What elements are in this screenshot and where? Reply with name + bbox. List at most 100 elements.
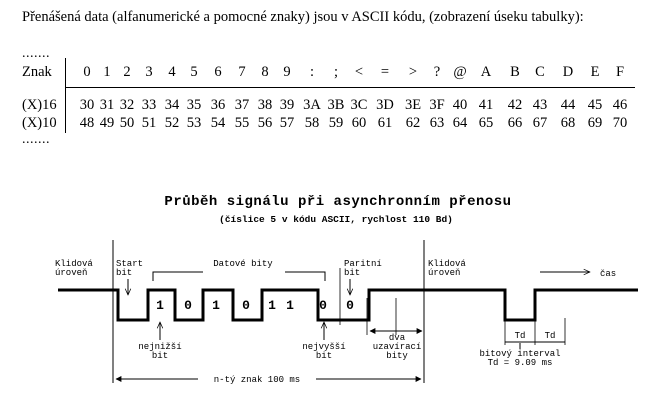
lowest-bit-label-1: nejnižší [138, 342, 181, 352]
highest-bit-label-2: bit [316, 351, 332, 361]
char-period-label: n-tý znak 100 ms [214, 375, 300, 385]
hex-cell: 31 [99, 97, 115, 113]
row-label-char: Znak [22, 64, 52, 80]
char-cell: ? [433, 64, 441, 80]
char-cell: 9 [283, 64, 291, 80]
dec-cell: 68 [560, 115, 576, 131]
diagram-title: Průběh signálu při asynchronním přenosu [164, 194, 511, 210]
stop-bits-label-1: dva [389, 333, 406, 343]
dec-cell: 66 [507, 115, 523, 131]
dec-cell: 49 [99, 115, 115, 131]
stop-bits-label-2: uzavírací [373, 342, 422, 352]
idle-left-label-2: úroveň [55, 268, 87, 278]
hex-cell: 36 [210, 97, 226, 113]
dec-cell: 58 [304, 115, 320, 131]
dec-cell: 61 [377, 115, 393, 131]
td-label-2: Td [545, 331, 556, 341]
time-label: čas [600, 269, 616, 279]
char-cell: 7 [238, 64, 246, 80]
start-bit-label-2: bit [116, 268, 132, 278]
signal-waveform [58, 288, 638, 322]
table-divider-vertical [65, 58, 66, 133]
highest-bit-label-1: nejvyšší [302, 342, 345, 352]
hex-cell: 39 [279, 97, 295, 113]
ellipsis-bottom: ....... [22, 132, 50, 147]
diagram-subtitle: (číslice 5 v kódu ASCII, rychlost 110 Bd… [219, 214, 453, 225]
hex-cell: 3E [404, 97, 422, 113]
dec-cell: 56 [257, 115, 273, 131]
data-bits-label: Datové bity [213, 259, 273, 269]
char-cell: = [380, 64, 390, 80]
hex-cell: 3A [303, 97, 321, 113]
table-divider-horizontal [65, 87, 635, 88]
idle-right-label-1: Klidová [428, 259, 466, 269]
row-label-hex: (X)16 [22, 97, 57, 113]
dec-cell: 50 [119, 115, 135, 131]
dec-cell: 55 [234, 115, 250, 131]
hex-cell: 43 [532, 97, 548, 113]
hex-cell: 46 [612, 97, 628, 113]
hex-cell: 32 [119, 97, 135, 113]
bit-value: 1 [286, 298, 294, 313]
parity-bit-label-2: bit [344, 268, 360, 278]
char-cell: D [562, 64, 574, 80]
hex-cell: 45 [587, 97, 603, 113]
dec-cell: 48 [79, 115, 95, 131]
char-cell: 2 [123, 64, 131, 80]
parity-bit-label-1: Paritní [344, 259, 382, 269]
hex-cell: 41 [478, 97, 494, 113]
char-cell: F [615, 64, 625, 80]
start-bit-label-1: Start [116, 259, 143, 269]
hex-cell: 3F [429, 97, 445, 113]
bit-interval-label-1: bitový interval [479, 349, 560, 359]
dec-cell: 53 [186, 115, 202, 131]
hex-cell: 34 [164, 97, 180, 113]
char-cell: 5 [190, 64, 198, 80]
dec-cell: 63 [429, 115, 445, 131]
char-cell: 3 [145, 64, 153, 80]
dec-cell: 64 [452, 115, 468, 131]
bit-value: 1 [268, 298, 276, 313]
idle-left-label-1: Klidová [55, 259, 93, 269]
char-cell: 4 [168, 64, 176, 80]
char-cell: C [535, 64, 545, 80]
intro-text: Přenášená data (alfanumerické a pomocné … [22, 9, 584, 25]
hex-cell: 38 [257, 97, 273, 113]
dec-cell: 69 [587, 115, 603, 131]
hex-cell: 3B [327, 97, 345, 113]
bit-value: 0 [319, 298, 327, 313]
dec-cell: 51 [141, 115, 157, 131]
hex-cell: 3D [376, 97, 394, 113]
dec-cell: 57 [279, 115, 295, 131]
bit-value: 1 [156, 298, 164, 313]
dec-cell: 62 [405, 115, 421, 131]
lowest-bit-label-2: bit [152, 351, 168, 361]
hex-cell: 3C [350, 97, 368, 113]
dec-cell: 59 [328, 115, 344, 131]
bit-value: 0 [242, 298, 250, 313]
idle-right-label-2: úroveň [428, 268, 460, 278]
char-cell: > [408, 64, 418, 80]
char-cell: < [354, 64, 364, 80]
char-cell: 6 [214, 64, 222, 80]
hex-cell: 33 [141, 97, 157, 113]
char-cell: @ [453, 64, 467, 80]
dec-cell: 65 [478, 115, 494, 131]
dec-cell: 70 [612, 115, 628, 131]
char-period-label-bg [198, 372, 316, 384]
row-label-dec: (X)10 [22, 115, 57, 131]
dec-cell: 67 [532, 115, 548, 131]
bit-interval-label-2: Td = 9.09 ms [488, 358, 553, 368]
char-cell: 1 [103, 64, 111, 80]
bit-value: 0 [184, 298, 192, 313]
char-cell: : [309, 64, 315, 80]
char-cell: E [590, 64, 600, 80]
stop-bits-label-3: bity [386, 351, 408, 361]
data-bits-bracket [152, 271, 326, 281]
dec-cell: 60 [351, 115, 367, 131]
ellipsis-top: ....... [22, 46, 50, 61]
hex-cell: 30 [79, 97, 95, 113]
hex-cell: 37 [234, 97, 250, 113]
bit-value: 1 [212, 298, 220, 313]
